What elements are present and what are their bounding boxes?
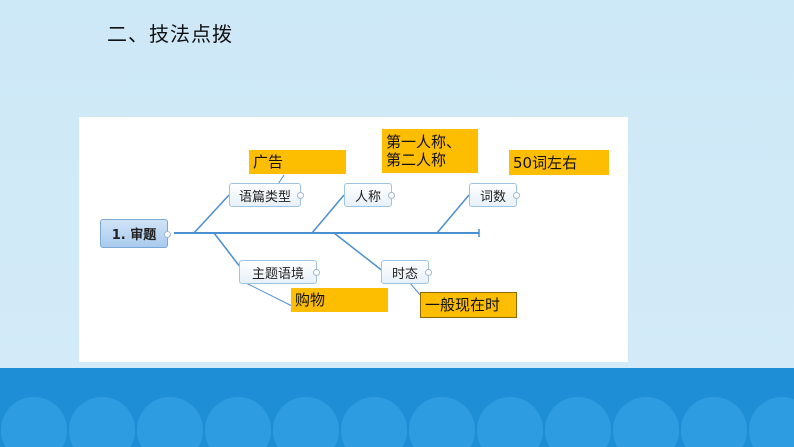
- wave-circle: [613, 397, 679, 447]
- wave-circle: [137, 397, 203, 447]
- answer-theme-context: 购物: [291, 288, 388, 312]
- wave-circle: [69, 397, 135, 447]
- answer-tense-text: 一般现在时: [425, 296, 501, 314]
- branch-theme-context-label: 主题语境: [251, 266, 304, 282]
- answer-person-line1: 第一人称、: [386, 133, 462, 151]
- branch-tense-label: 时态: [391, 266, 418, 282]
- wave-circle: [477, 397, 543, 447]
- wave-decoration: [1, 397, 794, 447]
- wave-circle: [1, 397, 67, 447]
- diagram-connectors: [174, 174, 480, 308]
- branch-genre: 语篇类型: [229, 183, 304, 207]
- wave-circle: [409, 397, 475, 447]
- branch-word-count-label: 词数: [479, 189, 506, 205]
- answer-tense: 一般现在时: [420, 292, 517, 318]
- answer-word-count-text: 50词左右: [513, 153, 578, 172]
- answer-theme-context-text: 购物: [295, 291, 326, 309]
- branch-genre-label: 语篇类型: [238, 189, 291, 205]
- answer-genre: 广告: [249, 150, 346, 174]
- wave-circle: [205, 397, 271, 447]
- wave-circle: [545, 397, 611, 447]
- wave-circle: [341, 397, 407, 447]
- answer-person: 第一人称、 第二人称: [382, 129, 478, 173]
- answer-word-count: 50词左右: [509, 150, 609, 175]
- branch-person-label: 人称: [354, 189, 381, 205]
- slide-heading: 二、技法点拨: [107, 22, 233, 46]
- branch-word-count: 词数: [469, 183, 520, 207]
- root-label: 1. 审题: [111, 228, 157, 243]
- wave-circle: [273, 397, 339, 447]
- branch-person: 人称: [344, 183, 395, 207]
- wave-circle: [749, 397, 794, 447]
- answer-person-line2: 第二人称: [386, 151, 447, 169]
- fishbone-diagram: 1. 审题 语篇类型 人称 词数 主题语境 时态 广告 第一人称、 第二人称 5…: [79, 117, 628, 362]
- root-node: 1. 审题: [100, 219, 171, 248]
- wave-circle: [681, 397, 747, 447]
- answer-genre-text: 广告: [253, 153, 284, 171]
- branch-tense: 时态: [381, 260, 432, 284]
- branch-theme-context: 主题语境: [239, 260, 320, 284]
